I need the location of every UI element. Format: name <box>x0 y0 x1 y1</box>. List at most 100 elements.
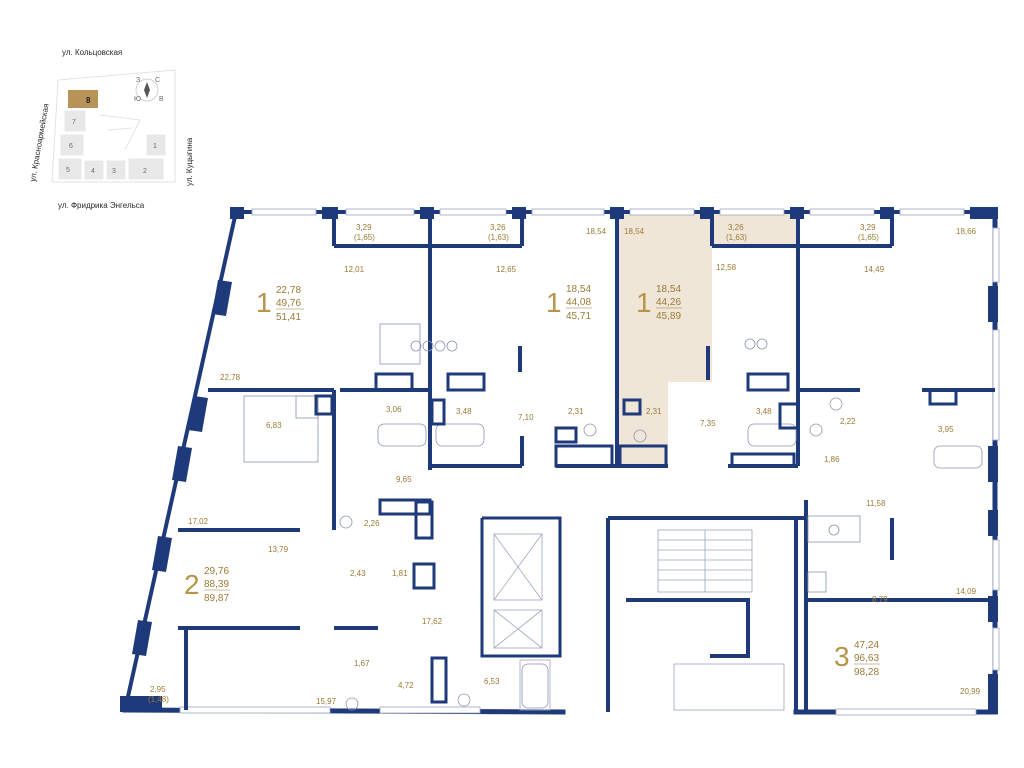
street-left-label: ул. Красноармейская <box>28 103 51 183</box>
apt-2-total: 88,39 <box>204 579 229 590</box>
apt-2-full: 89,87 <box>204 593 229 604</box>
compass-n: С <box>155 77 160 84</box>
room-area: 2,26 <box>364 519 380 528</box>
section-8 <box>68 90 98 108</box>
room-area: (1,65) <box>354 233 375 242</box>
room-area: 3,29 <box>860 223 876 232</box>
windows-top <box>179 208 1000 716</box>
room-area: 3,48 <box>456 407 472 416</box>
apt-1-hl-full: 45,89 <box>656 311 681 322</box>
room-area: 3,26 <box>728 223 744 232</box>
room-area: 9,65 <box>396 475 412 484</box>
section-1 <box>145 133 167 157</box>
apt-1-highlight[interactable]: 1 18,54 44,26 45,89 <box>636 284 682 322</box>
street-bottom-label: ул. Фридрика Энгельса <box>58 201 145 210</box>
compass-icon: С В Ю З <box>134 77 164 103</box>
compass-w: З <box>136 77 140 84</box>
room-area: (1,65) <box>858 233 879 242</box>
room-area: 2,31 <box>568 407 584 416</box>
room-area: 12,58 <box>716 263 737 272</box>
fixtures <box>243 323 983 711</box>
apt-1-mid-full: 45,71 <box>566 311 591 322</box>
room-area: 6,53 <box>484 677 500 686</box>
room-area: 12,01 <box>344 265 365 274</box>
section-7-label: 7 <box>72 119 76 126</box>
room-area: (1,63) <box>488 233 509 242</box>
apt-1-left[interactable]: 1 22,78 49,76 51,41 <box>256 285 304 323</box>
key-plan: ул. Кольцовская ул. Красноармейская ул. … <box>28 48 194 210</box>
apt-3[interactable]: 3 47,24 96,63 98,28 <box>834 640 880 678</box>
room-area: 2,31 <box>646 407 662 416</box>
section-3-label: 3 <box>112 168 116 175</box>
section-8-label: 8 <box>86 96 91 105</box>
room-area: 1,81 <box>392 569 408 578</box>
watermark: ДОМКЛИК <box>34 717 178 749</box>
apt-1-mid-rooms: 1 <box>546 287 562 318</box>
apt-3-living: 47,24 <box>854 640 879 651</box>
room-area: 3,29 <box>356 223 372 232</box>
stairs <box>657 529 753 593</box>
compass-s: Ю <box>134 96 141 103</box>
compass-e: В <box>159 96 164 103</box>
section-4 <box>83 159 105 181</box>
room-area: 2,43 <box>350 569 366 578</box>
room-area: 8,79 <box>872 595 888 604</box>
room-area: 18,66 <box>956 227 977 236</box>
apt-1-mid-total: 44,08 <box>566 297 591 308</box>
apt-2[interactable]: 2 29,76 88,39 89,87 <box>184 566 230 604</box>
room-area: 13,79 <box>268 545 289 554</box>
room-area: 4,72 <box>398 681 414 690</box>
pillars <box>120 207 998 714</box>
apt-3-total: 96,63 <box>854 653 879 664</box>
apt-1-mid[interactable]: 1 18,54 44,08 45,71 <box>546 284 592 322</box>
apt-3-full: 98,28 <box>854 667 879 678</box>
room-area: 2,22 <box>840 417 856 426</box>
section-2 <box>127 157 165 181</box>
apt-1-left-full: 51,41 <box>276 312 301 323</box>
room-area: 20,99 <box>960 687 981 696</box>
section-6-label: 6 <box>69 143 73 150</box>
section-6 <box>59 133 85 157</box>
watermark-text: ДОМКЛИК <box>68 724 178 749</box>
street-right-label: ул. Куцыгина <box>185 137 194 186</box>
room-area: 12,65 <box>496 265 517 274</box>
room-area: 7,10 <box>518 413 534 422</box>
section-3 <box>105 159 127 181</box>
room-area: 6,83 <box>266 421 282 430</box>
apt-1-hl-total: 44,26 <box>656 297 681 308</box>
apartment-highlight[interactable] <box>617 214 798 466</box>
room-area: 17,62 <box>422 617 443 626</box>
room-area: 3,26 <box>490 223 506 232</box>
apt-1-left-rooms: 1 <box>256 287 272 318</box>
room-area: 11,58 <box>866 499 886 508</box>
room-area: 18,54 <box>624 227 645 236</box>
street-top-label: ул. Кольцовская <box>62 48 122 57</box>
apt-3-rooms: 3 <box>834 641 850 672</box>
section-4-label: 4 <box>91 168 95 175</box>
apt-1-hl-living: 18,54 <box>656 284 681 295</box>
elevator-1 <box>493 533 543 601</box>
room-area: (1,63) <box>726 233 747 242</box>
section-2-label: 2 <box>143 168 147 175</box>
room-area: 14,49 <box>864 265 885 274</box>
room-area: 7,35 <box>700 419 716 428</box>
apt-1-mid-living: 18,54 <box>566 284 591 295</box>
room-area: 1,86 <box>824 455 840 464</box>
room-area: 22,78 <box>220 373 241 382</box>
section-5-label: 5 <box>66 167 70 174</box>
house-icon <box>34 717 62 747</box>
room-area: 2,95 <box>150 685 166 694</box>
room-area: 15,97 <box>316 697 337 706</box>
elevator-2 <box>493 609 543 649</box>
apt-1-left-living: 22,78 <box>276 285 301 296</box>
room-area: 18,54 <box>586 227 607 236</box>
room-area: 17,02 <box>188 517 209 526</box>
apt-2-living: 29,76 <box>204 566 229 577</box>
section-7 <box>63 109 87 133</box>
room-area: 3,48 <box>756 407 772 416</box>
section-5 <box>57 157 83 181</box>
section-1-label: 1 <box>153 143 157 150</box>
room-labels: 3,29 (1,65) 3,26 (1,63) 18,54 18,54 3,26… <box>148 223 981 706</box>
fixture-blocks <box>314 372 958 704</box>
